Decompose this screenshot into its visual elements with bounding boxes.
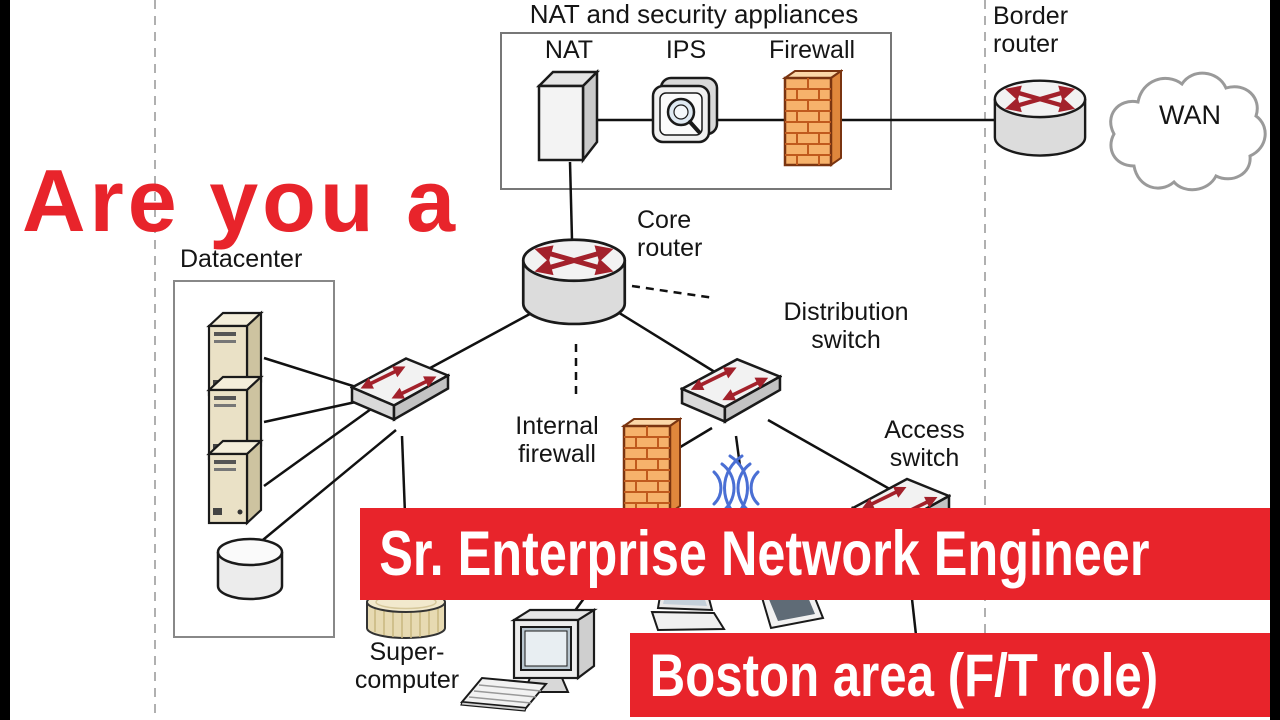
hook-text: Are you a <box>22 151 460 250</box>
magnifier-icon <box>666 97 701 134</box>
keyboard-icon <box>460 672 548 712</box>
letterbox-left <box>0 0 10 720</box>
distribution-switch-label: Distribution switch <box>783 298 909 354</box>
datacenter-group-box <box>173 280 335 638</box>
internal-firewall-icon <box>620 416 682 516</box>
ips-label: IPS <box>665 36 707 64</box>
supercomputer-label: Super-computer <box>354 638 460 694</box>
internal-firewall-label: Internal firewall <box>515 412 599 468</box>
server-icon <box>206 438 264 526</box>
ips-appliance-icon <box>651 76 721 148</box>
wan-cloud-icon <box>1100 46 1272 204</box>
nat-gateway-icon <box>536 68 602 164</box>
datacenter-switch-icon <box>350 350 450 435</box>
banner-primary-text: Sr. Enterprise Network Engineer <box>379 519 1150 589</box>
firewall-label: Firewall <box>768 36 856 64</box>
core-router-icon <box>520 234 628 334</box>
wireless-signal-icon <box>684 446 788 530</box>
storage-disk-icon <box>214 536 286 606</box>
wan-label: WAN <box>1159 100 1221 130</box>
nat-security-group-box <box>500 32 892 190</box>
access-switch-label: Access switch <box>884 416 965 472</box>
banner-secondary: Boston area (F/T role) <box>630 633 1280 717</box>
datacenter-label: Datacenter <box>180 245 303 273</box>
firewall-icon <box>781 68 843 168</box>
nat-label: NAT <box>544 36 594 64</box>
nat-security-group-title: NAT and security appliances <box>529 0 859 29</box>
banner-primary: Sr. Enterprise Network Engineer <box>360 508 1280 600</box>
border-router-icon <box>992 74 1088 166</box>
distribution-switch-icon <box>680 350 782 438</box>
server-stack-icon <box>206 310 270 526</box>
core-router-label: Core router <box>637 206 703 262</box>
border-router-label: Border router <box>993 2 1069 58</box>
banner-secondary-text: Boston area (F/T role) <box>649 641 1159 709</box>
letterbox-right <box>1270 0 1280 720</box>
